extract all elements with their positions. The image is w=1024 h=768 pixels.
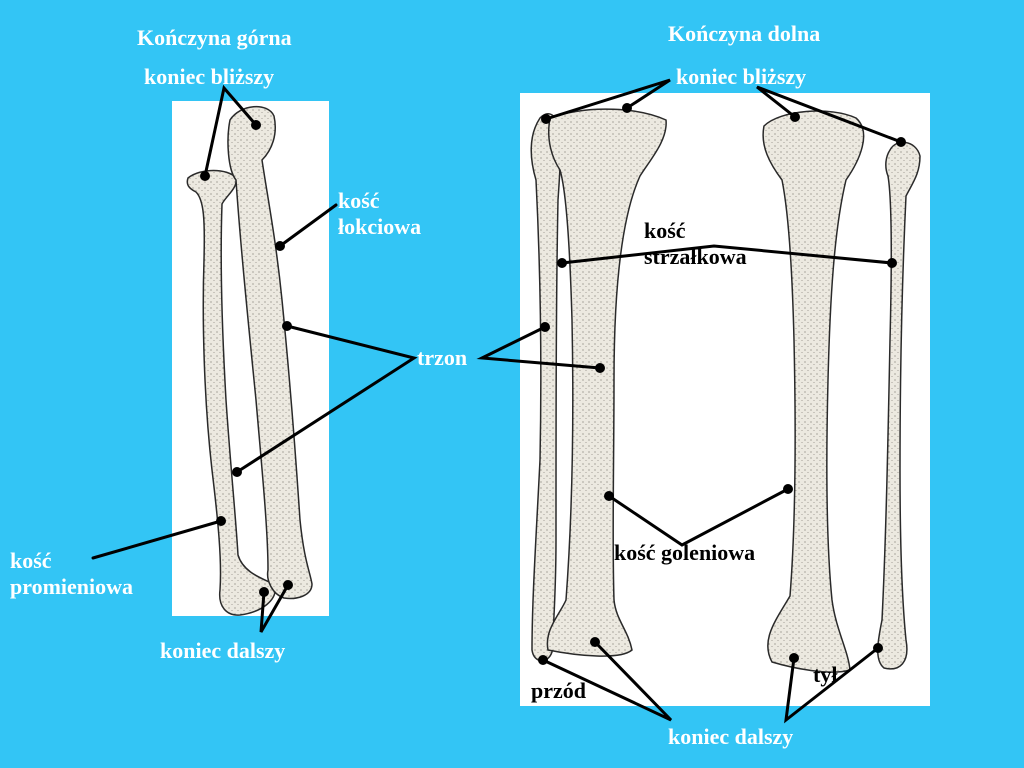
lower-limb-title: Kończyna dolna: [668, 21, 821, 46]
shaft-label: trzon: [417, 345, 468, 370]
upper-proximal-end-label: koniec bliższy: [144, 64, 275, 89]
fibula-bone-back: [877, 141, 921, 670]
fibula-label: kość strzałkowa: [644, 218, 747, 269]
ulna-label: kość łokciowa: [338, 188, 422, 239]
back-label: tył: [813, 662, 838, 687]
tibia-bone-back: [762, 110, 865, 673]
tibia-bone-front: [546, 108, 667, 657]
radius-bone: [186, 169, 277, 616]
upper-limb-title: Kończyna górna: [137, 25, 292, 50]
lower-proximal-end-label: koniec bliższy: [676, 64, 807, 89]
tibia-label: kość goleniowa: [614, 540, 756, 565]
leader-dots: [200, 103, 906, 665]
lower-distal-end-label: koniec dalszy: [668, 724, 794, 749]
fibula-bone-front: [530, 113, 562, 662]
radius-label: kość promieniowa: [10, 548, 134, 599]
front-label: przód: [531, 678, 586, 703]
upper-distal-end-label: koniec dalszy: [160, 638, 286, 663]
ulna-bone: [227, 106, 313, 600]
leader-lines: [91, 78, 903, 724]
